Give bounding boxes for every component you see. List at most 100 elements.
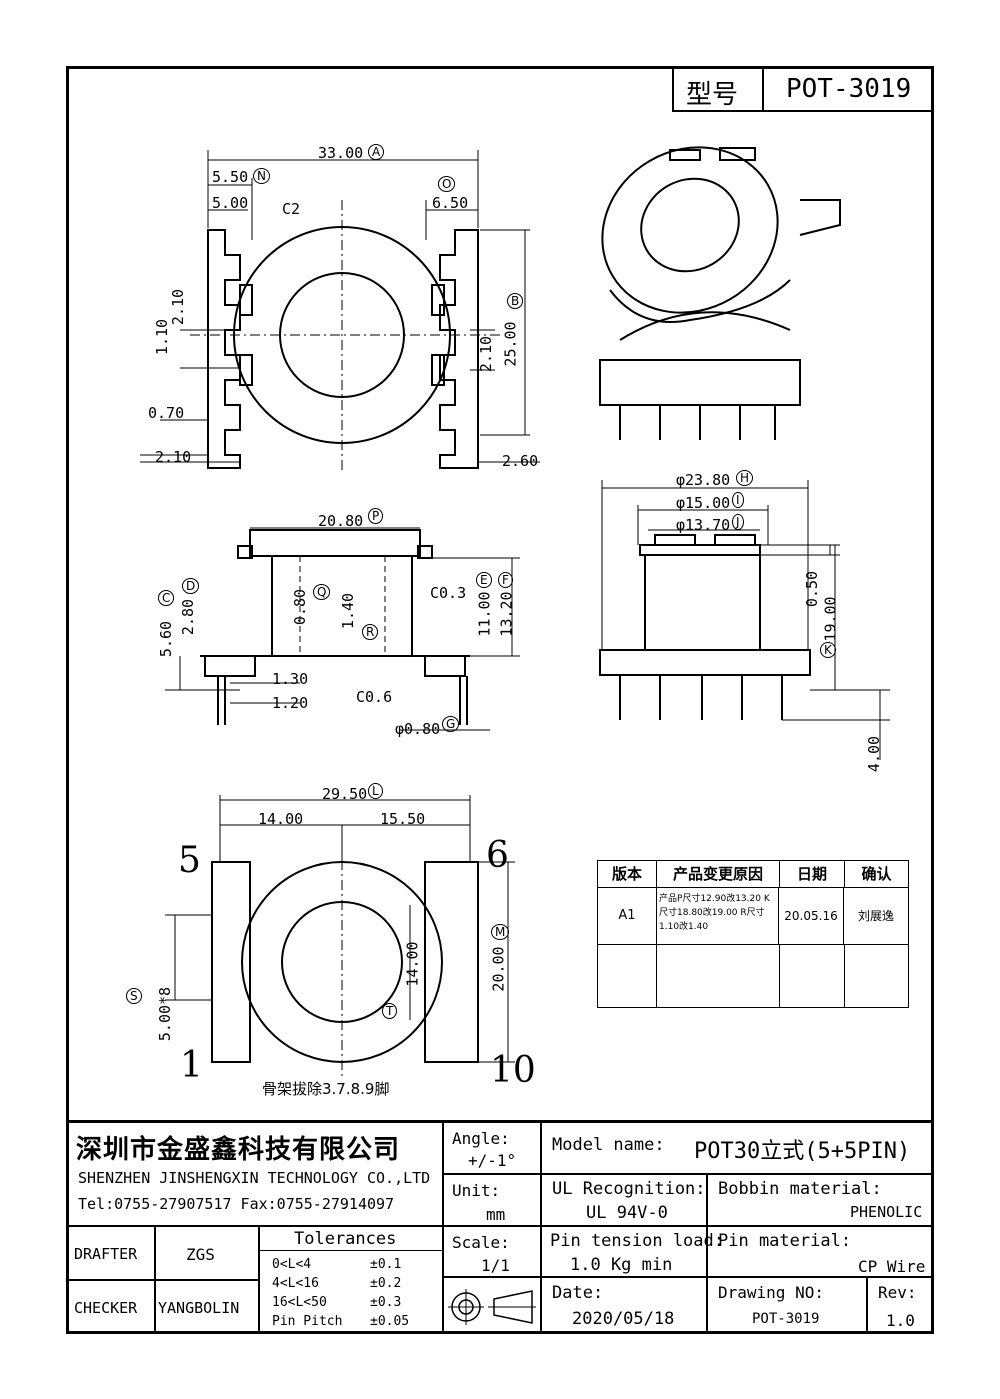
rev-header-version: 版本	[598, 861, 657, 887]
dim-5-00x8: 5.00*8	[156, 986, 175, 1042]
pin-material-value: CP Wire	[858, 1257, 926, 1276]
dim-19-00: 19.00	[821, 596, 840, 642]
dim-29-50: 29.50	[322, 785, 368, 803]
dim-1-10: 1.10	[153, 318, 172, 356]
dim-tag-n: N	[253, 168, 270, 184]
ul-label: UL Recognition:	[552, 1179, 706, 1199]
drawing-frame	[66, 66, 934, 1334]
dim-tag-q: Q	[313, 584, 331, 600]
dim-c0-6: C0.6	[356, 688, 393, 706]
date-value: 2020/05/18	[572, 1309, 675, 1329]
dim-0-70: 0.70	[148, 404, 185, 422]
dim-tag-s: S	[126, 988, 142, 1004]
dim-tag-g: G	[442, 716, 460, 732]
top-view-outline	[207, 226, 479, 469]
dim-5-60: 5.60	[157, 620, 176, 658]
pin-10-label: 10	[490, 1050, 536, 1091]
dim-0-50: 0.50	[803, 570, 822, 608]
revision-table: 版本 产品变更原因 日期 确认 A1 产品P尺寸12.90改13.20 K 尺寸…	[597, 860, 909, 1008]
company-cn: 深圳市金盛鑫科技有限公司	[76, 1135, 401, 1165]
dim-5-00: 5.00	[212, 194, 249, 212]
rev-reason-line-2: 尺寸18.80改19.00 R尺寸	[659, 908, 765, 918]
dim-13-20: 13.20	[497, 591, 516, 637]
model-label: 型号	[686, 80, 739, 110]
dim-tag-t: T	[382, 1003, 398, 1019]
model-name-label: Model name:	[552, 1135, 665, 1155]
scale-label: Scale:	[452, 1233, 510, 1252]
dim-11-00: 11.00	[475, 591, 494, 637]
technical-drawings	[140, 146, 890, 1080]
pin-1-label: 1	[180, 1045, 203, 1086]
dim-tag-l: L	[368, 783, 383, 799]
checker-label: CHECKER	[74, 1299, 138, 1317]
dim-2-80: 2.80	[179, 598, 198, 636]
dim-25: 25.00	[501, 321, 520, 367]
dim-23-80: φ23.80	[676, 471, 731, 489]
unit-label: Unit:	[452, 1181, 501, 1200]
rev-row-empty	[598, 945, 908, 1007]
drafter-label: DRAFTER	[74, 1245, 138, 1263]
front-view-outline	[599, 534, 811, 720]
dim-14-00-vert: 14.00	[403, 941, 422, 987]
dim-bottom-2-60: 2.60	[502, 452, 539, 470]
tol-value: ±0.1	[370, 1257, 402, 1272]
title-block: 深圳市金盛鑫科技有限公司 SHENZHEN JINSHENGXIN TECHNO…	[66, 1120, 934, 1334]
dim-1-30: 1.30	[272, 670, 309, 688]
pin-load-value: 1.0 Kg min	[570, 1255, 673, 1275]
company-en: SHENZHEN JINSHENGXIN TECHNOLOGY CO.,LTD	[78, 1169, 431, 1187]
dim-1-20: 1.20	[272, 694, 309, 712]
rev-value: 1.0	[886, 1311, 915, 1330]
dim-tag-b: B	[507, 293, 524, 309]
side-view-outline	[200, 529, 470, 725]
dim-tag-j: J	[732, 514, 744, 530]
tol-range: 0<L<4	[272, 1257, 312, 1272]
dim-15-50: 15.50	[380, 810, 426, 828]
rev-version: A1	[598, 888, 657, 944]
tol-range: 4<L<16	[272, 1276, 319, 1291]
unit-value: mm	[486, 1205, 506, 1224]
pin-material-label: Pin material:	[718, 1231, 852, 1251]
rev-row-a1: A1 产品P尺寸12.90改13.20 K 尺寸18.80改19.00 R尺寸 …	[598, 888, 908, 945]
drawing-no-value: POT-3019	[752, 1311, 820, 1327]
rev-reason-line-3: 1.10改1.40	[659, 922, 709, 932]
pin-load-label: Pin tension load:	[550, 1231, 724, 1251]
dim-tag-f: F	[498, 572, 513, 588]
dim-pin-dia: φ0.80	[395, 720, 441, 738]
pin-removal-note: 骨架拔除3.7.8.9脚	[262, 1080, 390, 1098]
tol-value: ±0.05	[370, 1314, 410, 1329]
tolerances-title: Tolerances	[294, 1229, 397, 1249]
tol-range: Pin Pitch	[272, 1314, 343, 1329]
dim-tag-d: D	[182, 578, 200, 594]
dim-left-2-10: 2.10	[169, 288, 188, 326]
dim-1-40: 1.40	[339, 592, 358, 630]
dim-c2: C2	[282, 200, 301, 218]
angle-label: Angle:	[452, 1129, 510, 1148]
dim-0-80: 0.80	[291, 588, 310, 626]
dim-tag-p: P	[368, 508, 384, 524]
tol-value: ±0.3	[370, 1295, 402, 1310]
company-contact: Tel:0755-27907517 Fax:0755-27914097	[78, 1195, 395, 1213]
dim-tag-i: I	[732, 492, 744, 508]
dim-tag-k: K	[820, 642, 836, 658]
bobbin-label: Bobbin material:	[718, 1179, 882, 1199]
rev-header-date: 日期	[780, 861, 845, 887]
dim-13-70: φ13.70	[676, 516, 731, 534]
drawing-no-label: Drawing NO:	[718, 1283, 824, 1302]
rev-header-confirm: 确认	[861, 865, 892, 883]
dim-tag-m: M	[491, 924, 510, 940]
dim-20-80: 20.80	[318, 512, 364, 530]
model-box-divider	[762, 66, 764, 110]
dim-tag-r: R	[362, 624, 379, 640]
rev-header-reason: 产品变更原因	[657, 861, 780, 887]
pin-6-label: 6	[486, 835, 509, 876]
dim-14-00-top: 14.00	[258, 810, 304, 828]
ul-value: UL 94V-0	[586, 1203, 668, 1223]
model-box: 型号 POT-3019	[672, 66, 934, 112]
rev-reason: 产品P尺寸12.90改13.20 K 尺寸18.80改19.00 R尺寸 1.1…	[657, 888, 779, 944]
checker-value: YANGBOLIN	[158, 1299, 240, 1317]
tol-range: 16<L<50	[272, 1295, 327, 1310]
dim-tag-a: A	[368, 144, 385, 160]
rev-confirm: 刘展逸	[857, 909, 894, 923]
projection-symbol-icon	[448, 1289, 536, 1325]
dim-5-50: 5.50	[212, 168, 249, 186]
